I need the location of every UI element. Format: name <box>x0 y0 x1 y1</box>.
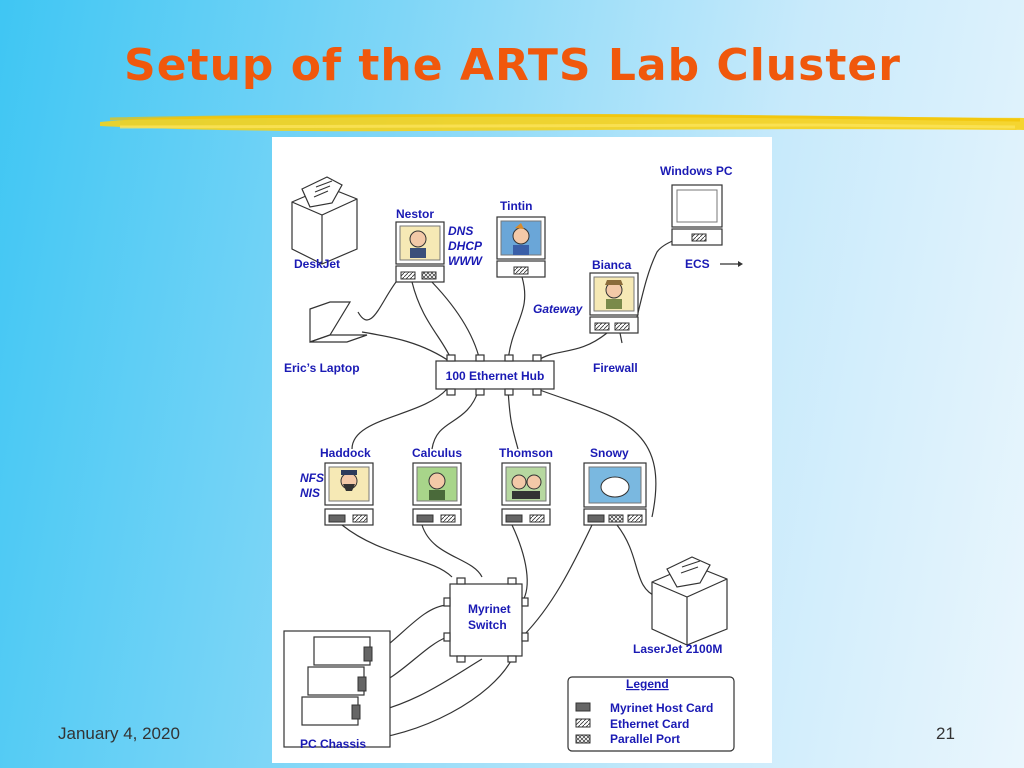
nestor-service-www: WWW <box>448 254 484 268</box>
haddock-service-nis: NIS <box>300 486 320 500</box>
laserjet-printer <box>651 556 728 646</box>
erics-laptop-label: Eric’s Laptop <box>284 361 360 375</box>
myrinet-switch-label-line1: Myrinet <box>468 602 511 616</box>
tintin-computer <box>496 216 546 278</box>
erics-laptop <box>309 301 368 343</box>
calculus-label: Calculus <box>412 446 462 460</box>
nestor-service-dns: DNS <box>448 224 473 238</box>
haddock-computer <box>324 462 374 526</box>
legend-title: Legend <box>626 677 669 691</box>
thomson-computer <box>501 462 551 526</box>
windows-pc-computer <box>671 184 723 246</box>
legend <box>567 676 735 752</box>
calculus-computer <box>412 462 462 526</box>
nestor-service-dhcp: DHCP <box>448 239 483 253</box>
ecs-label: ECS <box>685 257 710 271</box>
myrinet-switch-label-line2: Switch <box>468 618 507 632</box>
ethernet-hub-label: 100 Ethernet Hub <box>446 369 545 383</box>
slide-title: Setup of the ARTS Lab Cluster <box>124 40 901 91</box>
haddock-service-nfs: NFS <box>300 471 324 485</box>
legend-item-parallel-port: Parallel Port <box>610 732 680 746</box>
cluster-diagram: DeskJet Nestor DNS DHCP WWW Tintin Windo… <box>272 137 772 763</box>
deskjet-label: DeskJet <box>294 257 340 271</box>
bianca-label: Bianca <box>592 258 632 272</box>
thomson-label: Thomson <box>499 446 553 460</box>
myrinet-switch <box>443 577 529 663</box>
bianca-computer <box>589 272 639 334</box>
deskjet-printer <box>291 176 358 265</box>
bianca-service-gateway: Gateway <box>533 302 584 316</box>
footer-page-number: 21 <box>936 724 955 743</box>
firewall-label: Firewall <box>593 361 638 375</box>
laserjet-label: LaserJet 2100M <box>633 642 722 656</box>
ecs-arrow-icon <box>720 261 743 267</box>
footer-date: January 4, 2020 <box>58 724 180 743</box>
nestor-computer <box>395 221 445 283</box>
tintin-label: Tintin <box>500 199 532 213</box>
windows-pc-label: Windows PC <box>660 164 733 178</box>
legend-item-ethernet-card: Ethernet Card <box>610 717 689 731</box>
haddock-label: Haddock <box>320 446 371 460</box>
snowy-label: Snowy <box>590 446 629 460</box>
nestor-label: Nestor <box>396 207 434 221</box>
ethernet-hub <box>435 354 555 396</box>
title-underline-brushstroke <box>100 113 1024 132</box>
snowy-computer <box>583 462 647 526</box>
pc-chassis-label: PC Chassis <box>300 737 366 751</box>
pc-chassis <box>283 630 391 748</box>
legend-item-myrinet-host-card: Myrinet Host Card <box>610 701 713 715</box>
